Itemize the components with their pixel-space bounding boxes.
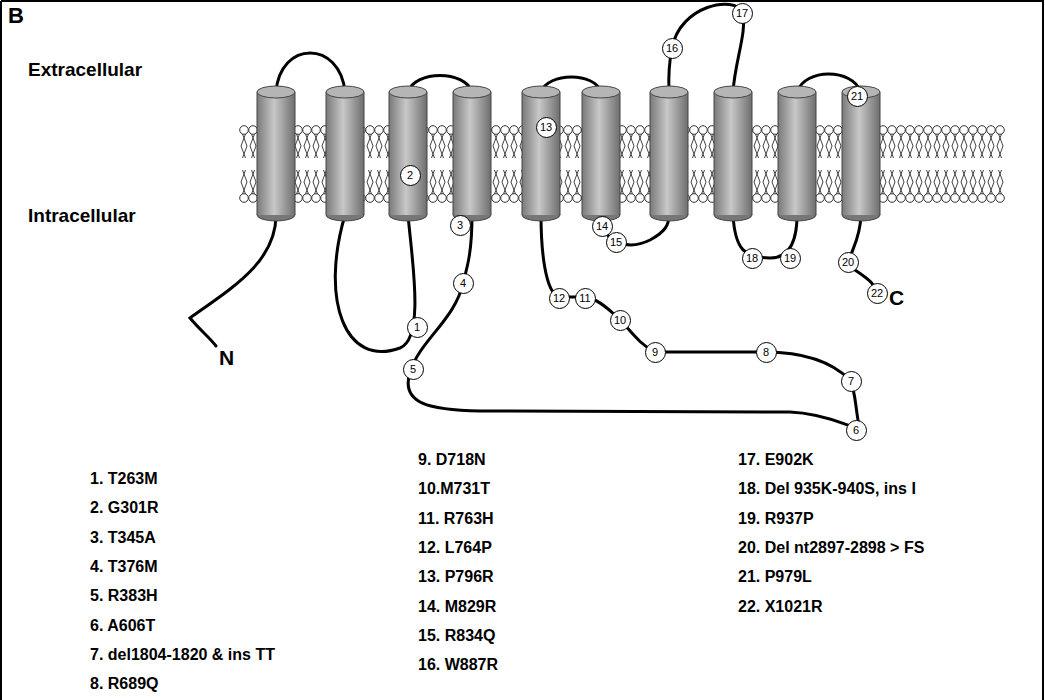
mutation-list-item: 11. R763H (418, 510, 494, 528)
callout-number: 18 (746, 253, 758, 264)
callout-number: 13 (540, 122, 552, 133)
callout-number: 21 (851, 91, 863, 102)
callout-circle: 3 (450, 215, 471, 236)
callout-number: 9 (652, 347, 658, 358)
callout-circle: 15 (606, 232, 627, 253)
callout-circle: 7 (841, 371, 862, 392)
callout-number: 6 (853, 425, 859, 436)
mutation-list-item: 14. M829R (418, 598, 496, 616)
mutation-list-item: 9. D718N (418, 451, 486, 469)
mutation-list-item: 18. Del 935K-940S, ins I (738, 480, 916, 498)
callout-number: 3 (457, 220, 463, 231)
mutation-list-item: 21. P979L (738, 568, 812, 586)
panel-letter: B (8, 4, 24, 28)
callout-number: 7 (848, 376, 854, 387)
callout-circle: 8 (756, 342, 777, 363)
transmembrane-helices (257, 86, 880, 221)
callout-circle: 10 (610, 310, 631, 331)
callout-circle: 20 (838, 252, 859, 273)
mutation-list-item: 3. T345A (90, 529, 156, 547)
callout-circle: 19 (780, 248, 801, 269)
callout-circle: 22 (867, 283, 888, 304)
callout-circle: 1 (407, 317, 428, 338)
callout-circle: 13 (536, 117, 557, 138)
callout-number: 11 (579, 293, 590, 304)
mutation-list-item: 17. E902K (738, 451, 814, 469)
callout-circle: 18 (742, 248, 763, 269)
mutation-list-item: 19. R937P (738, 510, 814, 528)
callout-circle: 2 (400, 165, 421, 186)
mutation-list-item: 7. del1804-1820 & ins TT (90, 646, 275, 664)
callout-circle: 12 (549, 288, 570, 309)
callout-circle: 21 (847, 86, 868, 107)
mutation-list-item: 6. A606T (90, 617, 155, 635)
mutation-list-item: 4. T376M (90, 558, 158, 576)
callout-number: 17 (736, 8, 748, 19)
callout-number: 2 (407, 170, 413, 181)
callout-number: 14 (596, 221, 608, 232)
mutation-list-item: 20. Del nt2897-2898 > FS (738, 539, 924, 557)
callout-circle: 17 (732, 3, 753, 24)
mutation-list-item: 10.M731T (418, 480, 490, 498)
mutation-list-item: 15. R834Q (418, 627, 495, 645)
callout-number: 22 (871, 288, 883, 299)
mutation-list-item: 12. L764P (418, 539, 492, 557)
terminus-label: C (889, 286, 904, 309)
callout-number: 19 (784, 253, 796, 264)
mutation-list-item: 2. G301R (90, 499, 158, 517)
terminus-label: N (219, 346, 234, 369)
callout-circle: 9 (645, 342, 666, 363)
callout-number: 10 (614, 315, 626, 326)
callout-number: 12 (553, 293, 565, 304)
callout-number: 8 (763, 347, 769, 358)
region-label: Intracellular (28, 206, 136, 227)
callout-number: 20 (842, 257, 854, 268)
callout-circle: 11 (575, 288, 596, 309)
mutation-list-item: 16. W887R (418, 656, 498, 674)
callout-number: 5 (410, 364, 416, 375)
callout-number: 4 (460, 278, 466, 289)
mutation-list-item: 13. P796R (418, 568, 494, 586)
callout-circle: 4 (453, 273, 474, 294)
callout-circle: 16 (662, 38, 683, 59)
mutation-list-item: 5. R383H (90, 587, 158, 605)
mutation-list-item: 8. R689Q (90, 675, 158, 693)
callout-circle: 5 (403, 359, 424, 380)
callout-number: 16 (666, 43, 678, 54)
region-label: Extracellular (28, 60, 142, 81)
protein-chain (190, 4, 877, 427)
mutation-list-item: 22. X1021R (738, 598, 823, 616)
callout-circle: 6 (846, 420, 867, 441)
callout-number: 1 (414, 322, 420, 333)
callout-number: 15 (610, 237, 622, 248)
mutation-list-item: 1. T263M (90, 470, 158, 488)
